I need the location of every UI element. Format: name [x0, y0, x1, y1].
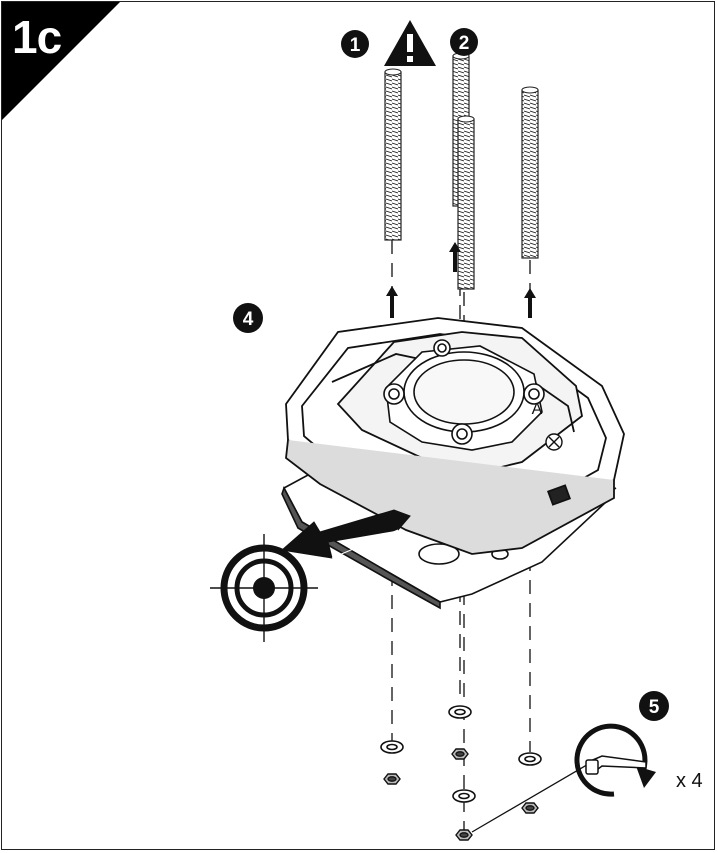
threaded-rod	[384, 68, 402, 241]
step-5-badge: 5	[639, 691, 669, 721]
up-arrow-icon	[386, 286, 398, 318]
step-label: 1c	[12, 11, 62, 63]
screw-icon	[545, 433, 563, 451]
step-2-badge: 2	[450, 28, 478, 56]
target-icon	[210, 534, 318, 642]
threaded-rod	[457, 115, 475, 290]
up-arrow-icon	[449, 242, 461, 272]
step-4-badge: 4	[233, 303, 263, 333]
washer	[380, 740, 404, 754]
nut	[455, 829, 473, 841]
threaded-rod	[521, 86, 539, 259]
nut	[451, 748, 469, 760]
svg-text:4: 4	[243, 309, 254, 330]
tighten-clockwise-icon	[574, 723, 656, 797]
washer	[448, 705, 472, 719]
step-1-badge: 1	[341, 30, 369, 58]
quantity-label: x 4	[676, 770, 703, 792]
top-plate	[383, 339, 545, 451]
washer	[518, 752, 542, 766]
up-arrow-icon	[524, 288, 536, 318]
svg-text:5: 5	[649, 697, 660, 718]
washer	[452, 789, 476, 803]
warning-icon	[384, 20, 436, 66]
step-corner-badge	[2, 2, 120, 120]
part-label-a: A	[532, 401, 543, 418]
svg-text:1: 1	[350, 35, 361, 56]
nut	[383, 773, 401, 785]
svg-text:2: 2	[459, 33, 470, 54]
nut	[521, 802, 539, 814]
